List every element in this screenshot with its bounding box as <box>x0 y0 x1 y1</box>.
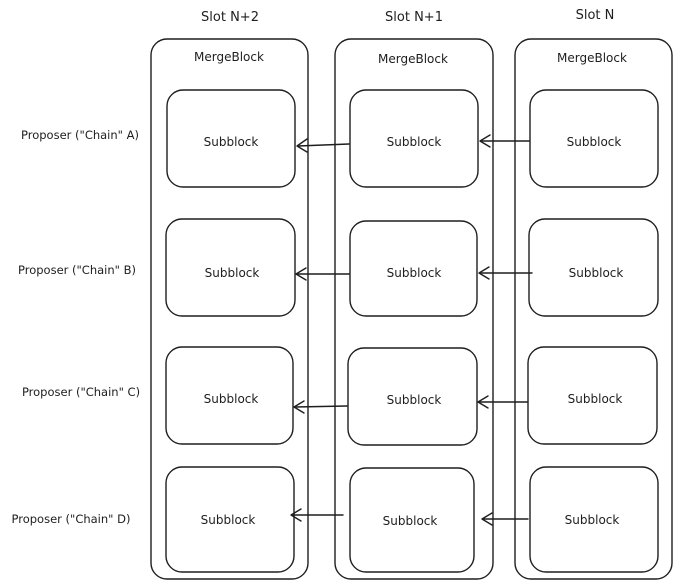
arrow-a-slot-n-to-n-plus-1 <box>479 134 530 148</box>
subblock-c-slot-n-plus-1 <box>347 347 478 446</box>
arrow-d-slot-n-plus-1-to-n-plus-2 <box>290 508 344 522</box>
subblock-a-slot-n <box>529 89 659 188</box>
subblock-b-slot-n-plus-2 <box>165 218 296 317</box>
subblock-c-slot-n-plus-2-label: Subblock <box>204 392 259 406</box>
subblock-b-slot-n-plus-2-label: Subblock <box>205 266 260 280</box>
merge-block-slot-n-plus-1 <box>334 38 494 580</box>
merge-block-slot-n-plus-2 <box>150 38 309 580</box>
subblock-a-slot-n-plus-2-label: Subblock <box>204 135 259 149</box>
subblock-b-slot-n-plus-1 <box>349 220 478 317</box>
subblock-c-slot-n-plus-2 <box>165 346 294 445</box>
proposer-label-d: Proposer ("Chain" D) <box>12 512 131 526</box>
slot-label-n-plus-2: Slot N+2 <box>201 10 259 25</box>
subblock-d-slot-n-plus-2 <box>165 466 295 573</box>
subblock-d-slot-n <box>529 466 659 573</box>
arrow-d-slot-n-to-n-plus-1 <box>481 512 529 526</box>
proposer-label-c: Proposer ("Chain" C) <box>22 385 140 399</box>
subblock-c-slot-n-plus-1-label: Subblock <box>387 393 442 407</box>
arrow-a-slot-n-plus-1-to-n-plus-2 <box>296 138 350 153</box>
proposer-label-b: Proposer ("Chain" B) <box>18 263 136 277</box>
subblock-a-slot-n-plus-1-label: Subblock <box>387 135 442 149</box>
merge-block-slot-n <box>514 38 673 580</box>
subblock-b-slot-n <box>528 218 659 317</box>
subblock-a-slot-n-label: Subblock <box>567 135 622 149</box>
subblock-c-slot-n <box>527 346 658 445</box>
arrow-b-slot-n-plus-1-to-n-plus-2 <box>295 267 350 281</box>
subblock-b-slot-n-plus-1-label: Subblock <box>387 266 442 280</box>
subblock-d-slot-n-plus-1 <box>349 467 475 573</box>
arrow-b-slot-n-to-n-plus-1 <box>478 266 533 280</box>
subblock-b-slot-n-label: Subblock <box>569 266 624 280</box>
merge-block-label-slot-n-plus-1: MergeBlock <box>378 52 448 66</box>
arrow-c-slot-n-plus-1-to-n-plus-2 <box>293 400 348 414</box>
subblock-d-slot-n-label: Subblock <box>565 513 620 527</box>
subblock-a-slot-n-plus-2 <box>166 89 296 188</box>
slot-label-n-plus-1: Slot N+1 <box>385 10 443 25</box>
merge-block-label-slot-n-plus-2: MergeBlock <box>194 50 264 64</box>
subblock-d-slot-n-plus-2-label: Subblock <box>201 513 256 527</box>
arrow-c-slot-n-to-n-plus-1 <box>477 395 529 409</box>
merge-block-label-slot-n: MergeBlock <box>557 51 627 65</box>
slot-label-n: Slot N <box>576 8 615 23</box>
subblock-d-slot-n-plus-1-label: Subblock <box>383 514 438 528</box>
subblock-a-slot-n-plus-1 <box>349 89 479 188</box>
proposer-label-a: Proposer ("Chain" A) <box>21 128 139 142</box>
subblock-c-slot-n-label: Subblock <box>568 392 623 406</box>
